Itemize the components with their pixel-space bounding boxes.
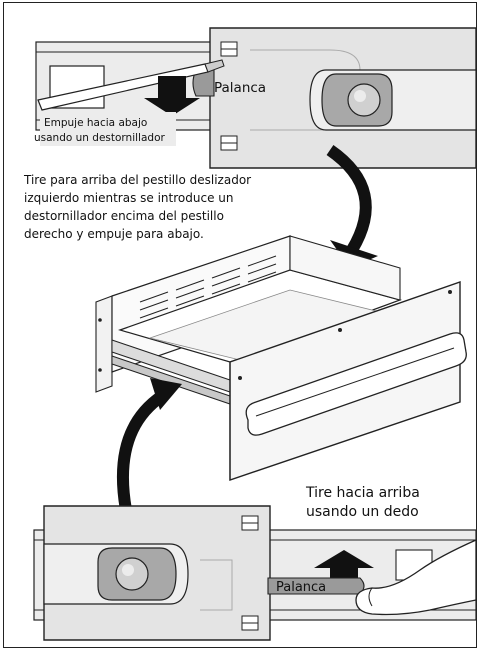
instruction-line4: derecho y empuje para abajo. — [24, 227, 204, 241]
drawer-illustration — [95, 235, 467, 481]
instruction-line2: izquierdo mientras se introduce un — [24, 191, 233, 205]
screwdriver-icon — [37, 59, 225, 111]
pull-text-line2: usando un dedo — [306, 504, 419, 520]
top-latch-panel: Palanca Empuje hacia abajo usando un des… — [34, 27, 477, 169]
bottom-lever-label: Palanca — [276, 580, 326, 595]
pull-text-line1: Tire hacia arriba — [305, 485, 420, 501]
push-text-line2: usando un destornillador — [34, 132, 165, 144]
instruction-text: Tire para arriba del pestillo deslizador… — [23, 173, 251, 241]
finger-icon — [355, 538, 477, 616]
instruction-line1: Tire para arriba del pestillo deslizador — [23, 173, 251, 187]
bottom-latch-panel: Tire hacia arriba usando un dedo Palanca — [33, 485, 477, 641]
curved-arrow-icon — [326, 145, 372, 254]
diagram-frame — [3, 2, 477, 648]
push-text-line1: Empuje hacia abajo — [44, 117, 147, 129]
down-arrow-icon — [144, 76, 200, 116]
curved-arrow-bottom-icon — [117, 391, 166, 512]
instruction-line3: destornillador encima del pestillo — [24, 209, 224, 223]
up-arrow-icon — [314, 550, 374, 582]
drawer-handle — [245, 332, 467, 436]
top-lever-label: Palanca — [214, 80, 266, 96]
